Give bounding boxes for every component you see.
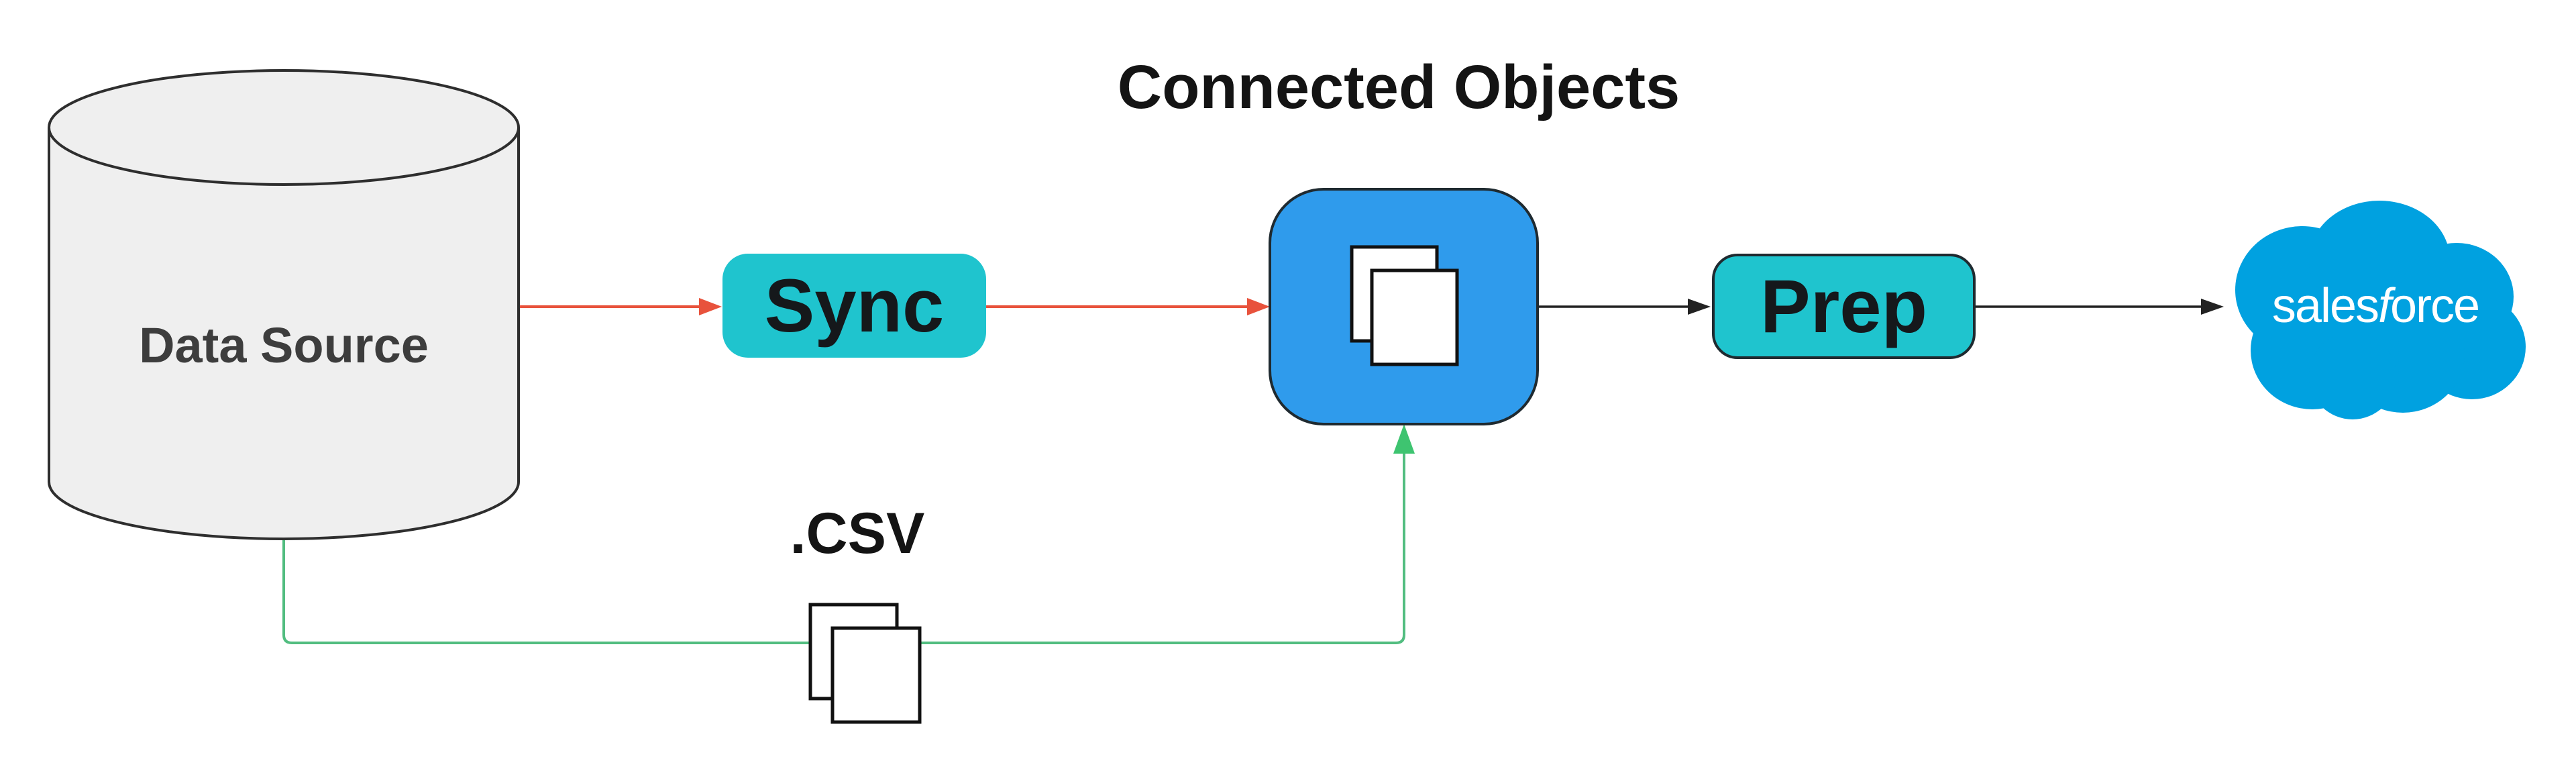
salesforce-wordmark-pre: sales	[2271, 279, 2379, 333]
prep-label: Prep	[1760, 264, 1927, 348]
data-source-label: Data Source	[139, 317, 429, 373]
csv-label: .CSV	[790, 501, 925, 566]
black-arrowhead-icon	[2201, 299, 2224, 315]
database-cylinder-icon	[48, 69, 520, 540]
diagram-title: Connected Objects	[1117, 53, 1680, 121]
csv-flow-arrowhead-icon	[1393, 424, 1415, 454]
red-arrowhead-icon	[1247, 298, 1270, 315]
prep-node: Prep	[1712, 254, 1976, 359]
salesforce-wordmark-f: f	[2378, 279, 2392, 333]
salesforce-cloud-icon	[2235, 201, 2526, 419]
sync-node: Sync	[722, 254, 986, 358]
csv-file-icon	[808, 603, 922, 724]
sync-label: Sync	[764, 263, 945, 348]
salesforce-wordmark: salesforce	[2225, 282, 2526, 330]
copy-documents-icon	[1350, 245, 1459, 366]
salesforce-wordmark-post: orce	[2390, 279, 2480, 333]
red-arrowhead-icon	[699, 298, 722, 315]
black-arrowhead-icon	[1688, 299, 1711, 315]
